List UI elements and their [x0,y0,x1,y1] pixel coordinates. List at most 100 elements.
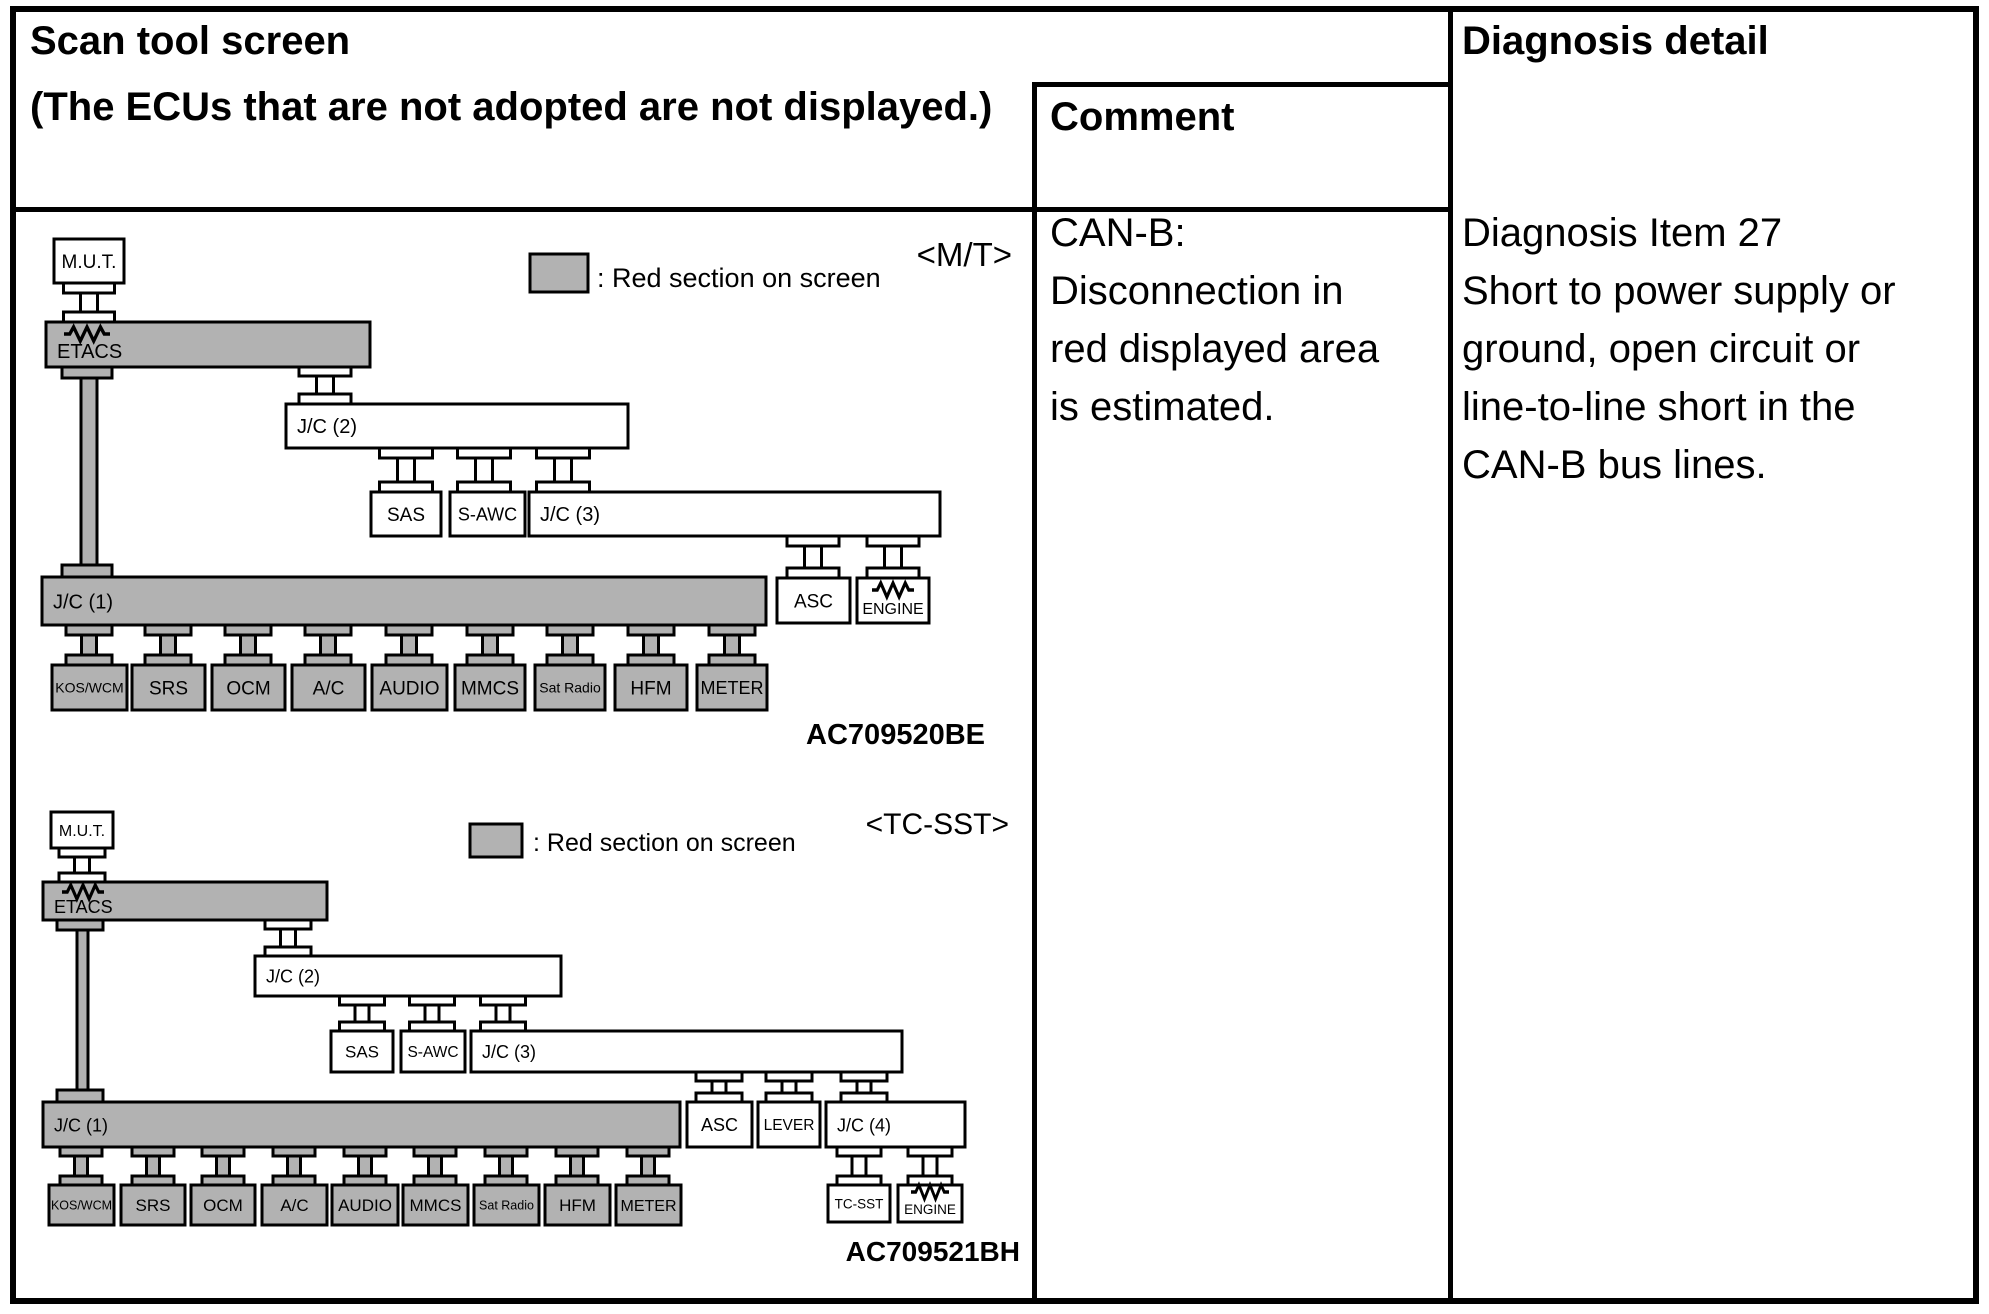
mt-node-kos-box [50,663,129,712]
tcsst-node-asc-label: ASC [701,1115,738,1135]
diagnosis-detail-header: Diagnosis detail [1462,19,1769,63]
tcsst-node-mut-label: M.U.T. [59,823,105,840]
tcsst-connector-stem [921,1152,939,1180]
diagnosis-line: line-to-line short in the [1462,385,1856,429]
mt-node-asc-box [775,576,852,625]
mt-node-meter-box [695,663,769,712]
tcsst-node-kos-box [47,1183,116,1227]
tcsst-node-satradio-box [472,1183,541,1227]
divider-comment-column [1032,82,1037,1304]
tcsst-node-meter-label: METER [621,1198,677,1215]
comment-line: Disconnection in [1050,269,1344,313]
mt-connector-stem [642,631,660,659]
mt-connector-stem [883,542,903,572]
mt-node-jc3-label: J/C (3) [540,504,600,526]
mt-legend-text: : Red section on screen [597,263,881,293]
tcsst-node-jc3-label: J/C (3) [482,1042,536,1062]
resistor-icon [64,323,111,345]
mt-connector-stem [239,631,257,659]
mt-node-sas-box [369,490,443,538]
comment-line: red displayed area [1050,327,1380,371]
mt-node-srs-label: SRS [149,678,188,699]
mt-node-satradio-box [533,663,607,712]
tcsst-node-lever-box [756,1100,822,1149]
tcsst-connector-stem [215,1152,231,1180]
mt-legend-swatch [528,252,590,294]
tcsst-connector-stem [73,1152,89,1180]
tcsst-node-ac-label: A/C [280,1196,308,1215]
tcsst-legend-text: : Red section on screen [533,829,796,857]
mt-connector-stem [481,631,499,659]
tcsst-connector-stem [145,1152,161,1180]
tcsst-node-audio-box [330,1183,400,1227]
diagnosis-line: Diagnosis Item 27 [1462,211,1783,255]
tcsst-connector-stem [640,1152,656,1180]
mt-node-kos-label: KOS/WCM [55,680,123,696]
tcsst-legend-swatch [468,822,524,859]
comment-header: Comment [1050,95,1235,139]
tcsst-connector-stem [498,1152,514,1180]
tcsst-node-tcsst-label: TC-SST [835,1196,884,1211]
tcsst-node-kos-label: KOS/WCM [51,1199,112,1213]
resistor-icon [911,1181,950,1203]
mt-node-ocm-label: OCM [226,678,270,699]
mt-node-sawc-label: S-AWC [458,504,517,524]
tcsst-node-jc2-box [253,954,563,998]
mt-node-jc1-box [40,575,768,627]
tcsst-node-srs-box [119,1183,187,1227]
tcsst-bus-trunk-pad [55,1088,105,1104]
mt-figure-id: AC709520BE [806,719,985,751]
comment-text: CAN-B: Disconnection in red displayed ar… [1050,204,1445,436]
tcsst-node-ocm-box [189,1183,257,1227]
tcsst-node-jc3-box [469,1029,904,1074]
mt-connector-stem [80,631,98,659]
tcsst-node-ac-box [260,1183,329,1227]
mt-node-meter-label: METER [701,678,764,698]
mt-node-asc-label: ASC [794,591,833,612]
tcsst-node-lever-label: LEVER [764,1117,815,1134]
tcsst-connector-stem [850,1152,868,1180]
diagnosis-line: Short to power supply or [1462,269,1896,313]
tcsst-node-jc1-box [41,1100,682,1149]
mt-connector-stem [159,631,177,659]
mt-variant-label: <M/T> [917,236,1012,273]
mt-connector-stem [474,454,494,486]
scan-tool-screen-subtitle: (The ECUs that are not adopted are not d… [30,85,993,129]
mt-node-mut-label: M.U.T. [62,252,117,273]
tcsst-node-hfm-box [543,1183,612,1227]
tcsst-node-mmcs-label: MMCS [410,1196,462,1215]
tcsst-node-sawc-label: S-AWC [407,1044,458,1061]
divider-comment-top [1032,82,1453,87]
mt-node-hfm-label: HFM [630,678,671,699]
tcsst-bus-trunk [75,923,90,1097]
mt-node-mut-box [52,237,126,285]
tcsst-node-meter-box [614,1183,683,1227]
mt-connector-stem [400,631,418,659]
tcsst-node-jc4-label: J/C (4) [837,1116,891,1136]
mt-node-jc1-label: J/C (1) [53,592,113,614]
tcsst-node-jc4-box [824,1100,967,1149]
tcsst-node-asc-box [685,1100,754,1149]
divider-header-bottom [10,207,1448,212]
diagnosis-line: CAN-B bus lines. [1462,443,1767,487]
tcsst-node-etacs-box [41,880,329,922]
comment-line: is estimated. [1050,385,1275,429]
tcsst-variant-label: <TC-SST> [866,808,1009,841]
tcsst-node-sas-box [329,1029,395,1074]
resistor-icon [62,881,104,903]
mt-node-sas-label: SAS [387,505,425,526]
tcsst-node-sawc-box [399,1029,467,1074]
mt-node-ac-label: A/C [313,678,345,699]
tcsst-figure-id: AC709521BH [846,1236,1020,1267]
mt-connector-stem [319,631,337,659]
tcsst-node-hfm-label: HFM [559,1196,596,1215]
tcsst-node-ocm-label: OCM [203,1196,243,1215]
mt-bus-trunk-pad [60,563,114,579]
mt-node-etacs-label: ETACS [57,341,122,363]
mt-connector-stem [803,542,823,572]
mt-connector-stem [396,454,416,486]
mt-connector-stem [553,454,573,486]
table-outer-border [10,6,1979,1304]
